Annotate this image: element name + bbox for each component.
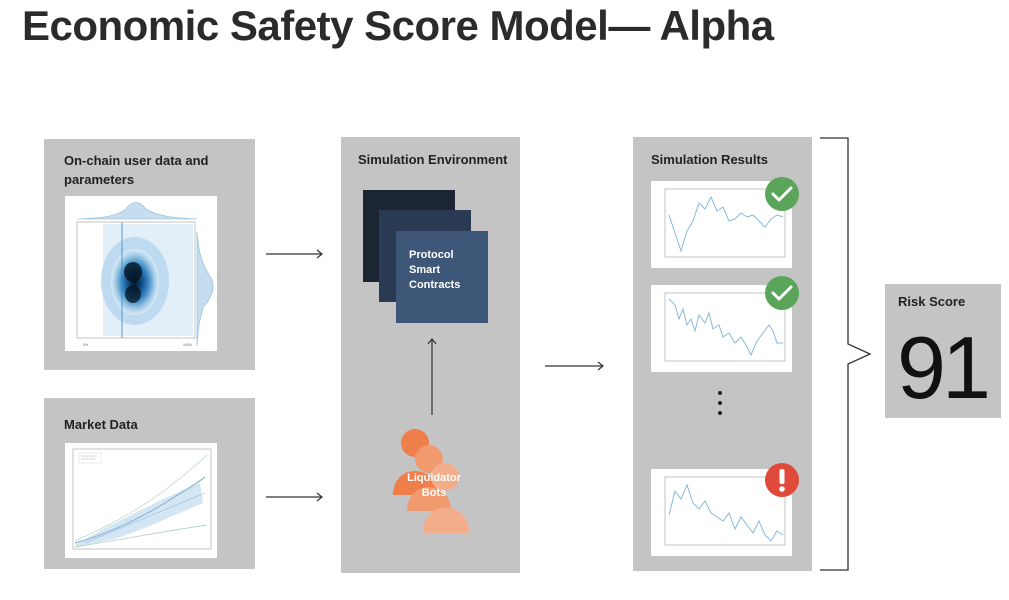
protocol-label-line2: Smart — [409, 264, 441, 276]
risk-score-label: Risk Score — [898, 294, 966, 309]
arrow-bots-to-contracts — [427, 338, 437, 415]
protocol-smart-contracts-label: Protocol Smart Contracts — [409, 248, 460, 293]
simulation-results-panel: Simulation Results — [633, 137, 812, 571]
check-icon — [765, 177, 799, 211]
bots-label-line2: Bots — [421, 487, 447, 499]
arrow-sim-to-results — [545, 361, 604, 371]
market-data-label: Market Data — [64, 417, 138, 432]
onchain-label-line1: On-chain user data and — [64, 153, 209, 168]
onchain-data-panel: On-chain user data and parameters — [44, 139, 255, 370]
bots-label-line1: Liquidator — [407, 472, 461, 484]
results-bracket — [820, 137, 872, 571]
risk-score-value: 91 — [897, 318, 991, 417]
market-scatter-graphic — [72, 448, 212, 550]
simulation-environment-label: Simulation Environment — [358, 152, 508, 167]
risk-score-panel: Risk Score 91 — [885, 284, 1001, 418]
svg-text:0%: 0% — [83, 343, 88, 347]
ellipsis-dots — [718, 391, 722, 415]
liquidator-bots-icon — [393, 429, 469, 533]
liquidator-bots-label: Liquidator Bots — [399, 471, 469, 501]
protocol-label-line3: Contracts — [409, 279, 461, 291]
result-chart-1 — [651, 181, 792, 268]
market-data-panel: Market Data — [44, 398, 255, 569]
result-chart-3-graphic — [664, 476, 786, 546]
exclamation-icon — [765, 463, 799, 497]
onchain-label-line2: parameters — [64, 172, 135, 187]
svg-text:100%: 100% — [183, 343, 192, 347]
simulation-results-label: Simulation Results — [651, 152, 769, 167]
result-chart-3 — [651, 469, 792, 556]
arrow-market-to-sim — [266, 492, 323, 502]
more-results-ellipsis — [715, 389, 725, 419]
result-chart-2-graphic — [664, 292, 786, 362]
page-title: Economic Safety Score Model— Alpha — [22, 2, 774, 49]
protocol-label-line1: Protocol — [409, 249, 454, 261]
protocol-smart-contracts-card: Protocol Smart Contracts — [396, 231, 488, 323]
arrow-onchain-to-sim — [266, 249, 323, 259]
density-plot-graphic: 0% 100% — [76, 202, 214, 347]
check-icon — [765, 276, 799, 310]
market-scatter-plot — [65, 443, 217, 558]
simulation-environment-panel: Simulation Environment Protocol Smart Co… — [341, 137, 520, 573]
density-plot: 0% 100% — [65, 196, 217, 351]
onchain-data-label: On-chain user data and parameters — [64, 151, 208, 189]
result-chart-1-graphic — [664, 188, 786, 258]
